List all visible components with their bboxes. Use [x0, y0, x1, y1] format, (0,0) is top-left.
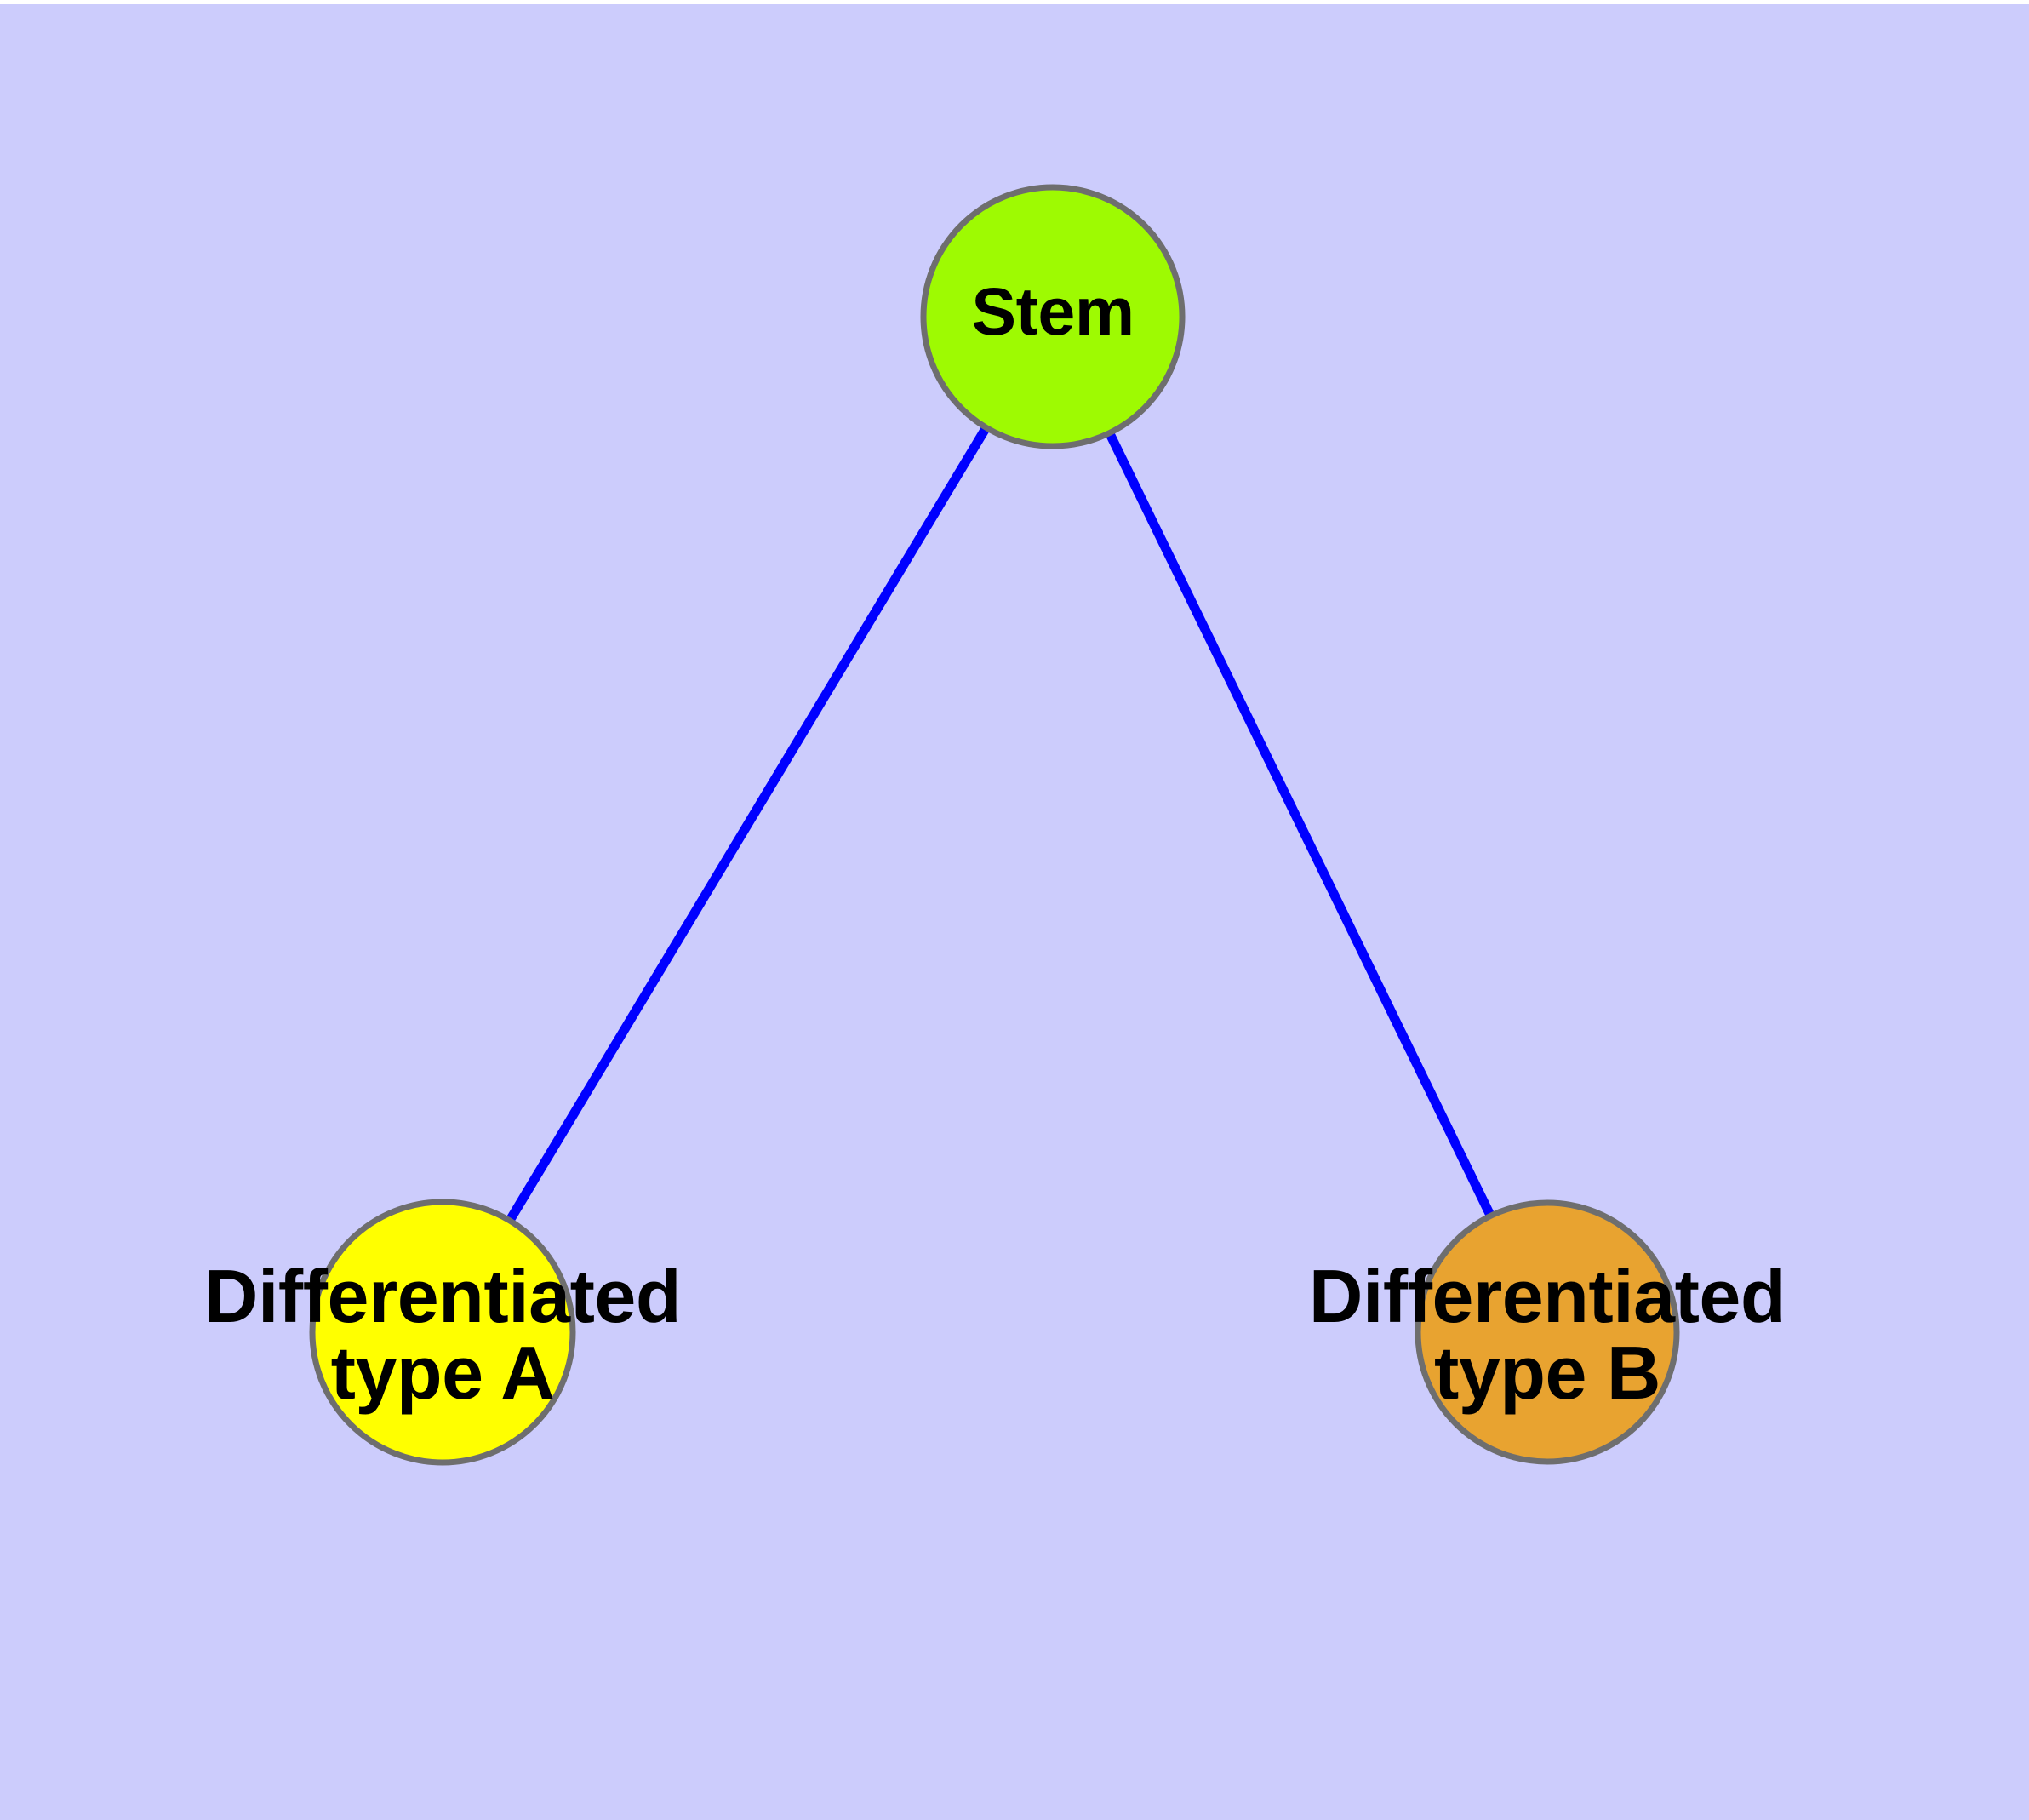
- graph-edge-stem-diff-a: [506, 426, 990, 1222]
- graph-node-diff-b[interactable]: [1415, 1199, 1680, 1465]
- graph-node-stem[interactable]: [920, 184, 1186, 449]
- nodes-layer: [309, 184, 1680, 1466]
- graph-node-diff-a[interactable]: [309, 1199, 576, 1466]
- edges-layer: [506, 426, 1495, 1222]
- graph-edge-stem-diff-b: [1106, 432, 1495, 1216]
